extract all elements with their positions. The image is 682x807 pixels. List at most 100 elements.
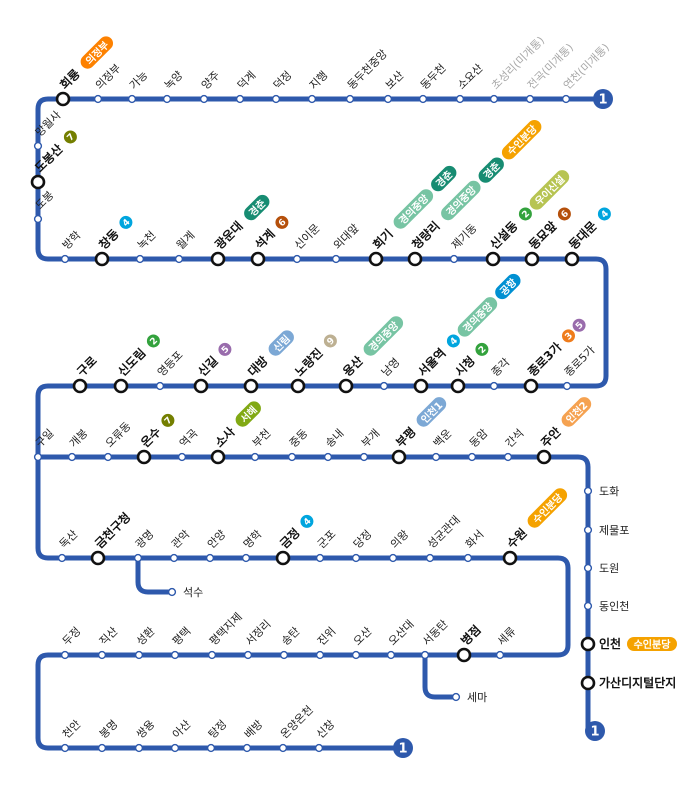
transfer-station-marker[interactable] xyxy=(113,378,129,394)
transfer-station-marker[interactable] xyxy=(502,550,518,566)
station-10[interactable]: 동두천 xyxy=(417,61,449,104)
station-42[interactable]: 영등포 xyxy=(155,348,186,391)
station-marker[interactable] xyxy=(489,381,499,391)
station-marker[interactable] xyxy=(388,553,398,563)
transfer-station-marker[interactable] xyxy=(580,675,596,691)
station-marker[interactable] xyxy=(418,94,428,104)
station-marker[interactable] xyxy=(455,94,465,104)
transfer-station-marker[interactable] xyxy=(72,378,88,394)
station-marker[interactable] xyxy=(383,94,393,104)
transfer-station-marker[interactable] xyxy=(275,550,291,566)
station-marker[interactable] xyxy=(93,94,103,104)
station-marker[interactable] xyxy=(315,553,325,563)
station-61[interactable]: 제물포 xyxy=(583,524,630,537)
station-marker[interactable] xyxy=(449,254,459,264)
station-marker[interactable] xyxy=(199,94,209,104)
station-47[interactable]: 오류동 xyxy=(103,419,134,462)
station-marker[interactable] xyxy=(162,94,172,104)
station-60[interactable]: 도화 xyxy=(583,485,620,498)
station-marker[interactable] xyxy=(495,650,505,660)
station-marker[interactable] xyxy=(431,452,441,462)
station-82[interactable]: 서동탄 xyxy=(420,617,451,660)
station-marker[interactable] xyxy=(561,94,571,104)
station-marker[interactable] xyxy=(97,743,107,753)
station-marker[interactable] xyxy=(425,553,435,563)
transfer-station-marker[interactable] xyxy=(243,378,259,394)
station-marker[interactable] xyxy=(287,452,297,462)
station-88[interactable]: 서정리 xyxy=(243,617,274,660)
transfer-station-marker[interactable] xyxy=(368,251,384,267)
station-marker[interactable] xyxy=(467,452,477,462)
station-marker[interactable] xyxy=(174,254,184,264)
station-marker[interactable] xyxy=(345,94,355,104)
station-marker[interactable] xyxy=(420,650,430,660)
station-marker[interactable] xyxy=(242,743,252,753)
station-marker[interactable] xyxy=(583,486,593,496)
transfer-station-marker[interactable] xyxy=(485,251,501,267)
station-8[interactable]: 동두천중앙 xyxy=(344,46,390,104)
transfer-station-marker[interactable] xyxy=(30,174,46,190)
station-marker[interactable] xyxy=(323,452,333,462)
station-marker[interactable] xyxy=(562,381,572,391)
station-63[interactable]: 동인천 xyxy=(583,599,630,613)
station-marker[interactable] xyxy=(133,553,143,563)
station-marker[interactable] xyxy=(170,743,180,753)
station-65[interactable]: 가산디지털단지7 xyxy=(580,675,682,691)
station-marker[interactable] xyxy=(292,254,302,264)
transfer-station-marker[interactable] xyxy=(290,378,306,394)
station-marker[interactable] xyxy=(583,563,593,573)
station-marker[interactable] xyxy=(155,381,165,391)
station-marker[interactable] xyxy=(170,650,180,660)
station-11[interactable]: 소요산 xyxy=(455,61,486,104)
station-marker[interactable] xyxy=(134,743,144,753)
station-1[interactable]: 의정부 xyxy=(93,61,124,104)
station-marker[interactable] xyxy=(60,650,70,660)
transfer-station-marker[interactable] xyxy=(55,91,71,107)
station-marker[interactable] xyxy=(103,452,113,462)
transfer-station-marker[interactable] xyxy=(90,550,106,566)
station-marker[interactable] xyxy=(503,452,513,462)
transfer-station-marker[interactable] xyxy=(193,378,209,394)
station-83[interactable]: 세마 xyxy=(451,691,488,704)
station-marker[interactable] xyxy=(279,650,289,660)
station-marker[interactable] xyxy=(33,214,43,224)
transfer-station-marker[interactable] xyxy=(391,449,407,465)
station-marker[interactable] xyxy=(243,650,253,660)
transfer-station-marker[interactable] xyxy=(413,378,429,394)
station-marker[interactable] xyxy=(33,452,43,462)
station-marker[interactable] xyxy=(205,553,215,563)
station-marker[interactable] xyxy=(386,650,396,660)
station-100[interactable]: 온양온천 xyxy=(277,703,316,753)
station-marker[interactable] xyxy=(169,553,179,563)
station-marker[interactable] xyxy=(206,743,216,753)
transfer-station-marker[interactable] xyxy=(564,251,580,267)
station-marker[interactable] xyxy=(57,553,67,563)
station-marker[interactable] xyxy=(127,94,137,104)
station-marker[interactable] xyxy=(60,743,70,753)
station-84[interactable]: 오산대 xyxy=(386,617,417,660)
station-marker[interactable] xyxy=(463,553,473,563)
station-marker[interactable] xyxy=(315,650,325,660)
station-marker[interactable] xyxy=(250,452,260,462)
station-marker[interactable] xyxy=(351,650,361,660)
station-marker[interactable] xyxy=(278,743,288,753)
transfer-station-marker[interactable] xyxy=(536,449,552,465)
station-marker[interactable] xyxy=(351,553,361,563)
station-marker[interactable] xyxy=(67,452,77,462)
station-marker[interactable] xyxy=(97,650,107,660)
station-28[interactable]: 제기동 xyxy=(449,221,480,264)
station-marker[interactable] xyxy=(379,381,389,391)
transfer-station-marker[interactable] xyxy=(407,251,423,267)
station-marker[interactable] xyxy=(33,141,43,151)
station-marker[interactable] xyxy=(451,692,461,702)
station-marker[interactable] xyxy=(235,94,245,104)
transfer-station-marker[interactable] xyxy=(450,378,466,394)
transfer-station-marker[interactable] xyxy=(523,378,539,394)
